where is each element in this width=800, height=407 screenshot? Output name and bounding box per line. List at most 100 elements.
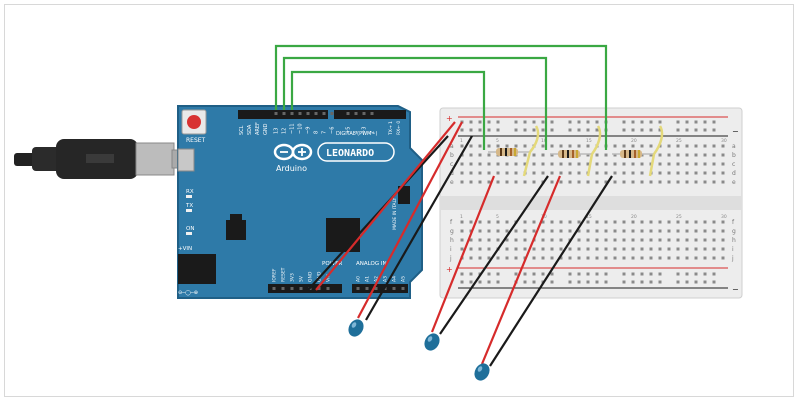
breadboard-hole[interactable] [640, 247, 644, 251]
power-pin-hole[interactable] [281, 287, 285, 290]
breadboard-hole[interactable] [676, 238, 680, 242]
rail-hole[interactable] [676, 280, 680, 284]
breadboard-hole[interactable] [658, 171, 662, 175]
breadboard-hole[interactable] [658, 256, 662, 260]
breadboard-hole[interactable] [613, 220, 617, 224]
breadboard-hole[interactable] [523, 153, 527, 157]
breadboard-hole[interactable] [595, 162, 599, 166]
breadboard-hole[interactable] [685, 144, 689, 148]
breadboard-hole[interactable] [712, 247, 716, 251]
breadboard-hole[interactable] [487, 153, 491, 157]
rail-hole[interactable] [532, 272, 536, 276]
breadboard-hole[interactable] [721, 153, 725, 157]
breadboard-hole[interactable] [676, 162, 680, 166]
rail-hole[interactable] [460, 272, 464, 276]
breadboard-hole[interactable] [523, 238, 527, 242]
rail-hole[interactable] [622, 272, 626, 276]
breadboard-hole[interactable] [514, 180, 518, 184]
rail-hole[interactable] [496, 280, 500, 284]
breadboard-hole[interactable] [478, 153, 482, 157]
breadboard-hole[interactable] [478, 220, 482, 224]
rail-hole[interactable] [649, 272, 653, 276]
breadboard-hole[interactable] [568, 144, 572, 148]
rail-hole[interactable] [523, 272, 527, 276]
breadboard-hole[interactable] [505, 180, 509, 184]
breadboard-hole[interactable] [496, 180, 500, 184]
digital-pin-hole[interactable] [346, 112, 350, 115]
breadboard-hole[interactable] [541, 144, 545, 148]
breadboard-hole[interactable] [667, 144, 671, 148]
breadboard-hole[interactable] [631, 144, 635, 148]
breadboard-hole[interactable] [622, 247, 626, 251]
breadboard-hole[interactable] [694, 144, 698, 148]
rail-hole[interactable] [685, 272, 689, 276]
gnd-jumper-black[interactable] [307, 135, 449, 291]
rail-hole[interactable] [541, 128, 545, 132]
breadboard-hole[interactable] [577, 180, 581, 184]
breadboard-hole[interactable] [577, 229, 581, 233]
digital-pin-hole[interactable] [282, 112, 286, 115]
breadboard-hole[interactable] [568, 162, 572, 166]
breadboard-hole[interactable] [703, 162, 707, 166]
analog-pin-hole[interactable] [401, 287, 405, 290]
rail-hole[interactable] [658, 128, 662, 132]
breadboard-hole[interactable] [613, 162, 617, 166]
breadboard-hole[interactable] [604, 171, 608, 175]
rail-hole[interactable] [622, 128, 626, 132]
breadboard-hole[interactable] [469, 153, 473, 157]
rail-hole[interactable] [478, 280, 482, 284]
breadboard-hole[interactable] [703, 229, 707, 233]
breadboard-hole[interactable] [622, 229, 626, 233]
breadboard-hole[interactable] [514, 247, 518, 251]
breadboard-hole[interactable] [460, 171, 464, 175]
breadboard-hole[interactable] [550, 229, 554, 233]
rail-hole[interactable] [577, 120, 581, 124]
rail-hole[interactable] [676, 272, 680, 276]
breadboard-hole[interactable] [703, 153, 707, 157]
breadboard-hole[interactable] [550, 247, 554, 251]
rail-hole[interactable] [550, 120, 554, 124]
breadboard-hole[interactable] [523, 229, 527, 233]
breadboard-hole[interactable] [505, 220, 509, 224]
breadboard-hole[interactable] [478, 229, 482, 233]
breadboard-hole[interactable] [721, 229, 725, 233]
breadboard-hole[interactable] [469, 171, 473, 175]
rail-hole[interactable] [523, 280, 527, 284]
breadboard-hole[interactable] [469, 238, 473, 242]
breadboard-hole[interactable] [712, 171, 716, 175]
vcc-jumper-red[interactable] [315, 121, 456, 291]
breadboard-hole[interactable] [604, 220, 608, 224]
rail-hole[interactable] [712, 120, 716, 124]
digital-pin-hole[interactable] [306, 112, 310, 115]
breadboard-hole[interactable] [604, 229, 608, 233]
breadboard-hole[interactable] [694, 162, 698, 166]
rail-hole[interactable] [640, 120, 644, 124]
breadboard-hole[interactable] [667, 220, 671, 224]
rail-hole[interactable] [604, 280, 608, 284]
rail-hole[interactable] [712, 272, 716, 276]
breadboard-hole[interactable] [577, 171, 581, 175]
rail-hole[interactable] [496, 128, 500, 132]
breadboard-hole[interactable] [577, 247, 581, 251]
breadboard-hole[interactable] [559, 229, 563, 233]
breadboard-hole[interactable] [622, 256, 626, 260]
breadboard-hole[interactable] [550, 220, 554, 224]
breadboard-hole[interactable] [559, 171, 563, 175]
breadboard-hole[interactable] [703, 171, 707, 175]
breadboard-hole[interactable] [577, 238, 581, 242]
breadboard-hole[interactable] [694, 180, 698, 184]
breadboard-hole[interactable] [496, 162, 500, 166]
rail-hole[interactable] [622, 280, 626, 284]
breadboard-hole[interactable] [487, 238, 491, 242]
rail-hole[interactable] [703, 128, 707, 132]
breadboard-hole[interactable] [505, 247, 509, 251]
breadboard-hole[interactable] [685, 256, 689, 260]
green-wire-pin12[interactable] [282, 56, 548, 150]
breadboard-hole[interactable] [712, 220, 716, 224]
breadboard-hole[interactable] [622, 180, 626, 184]
breadboard-hole[interactable] [721, 238, 725, 242]
rail-hole[interactable] [550, 280, 554, 284]
breadboard-hole[interactable] [550, 162, 554, 166]
breadboard-hole[interactable] [496, 220, 500, 224]
breadboard-hole[interactable] [631, 229, 635, 233]
